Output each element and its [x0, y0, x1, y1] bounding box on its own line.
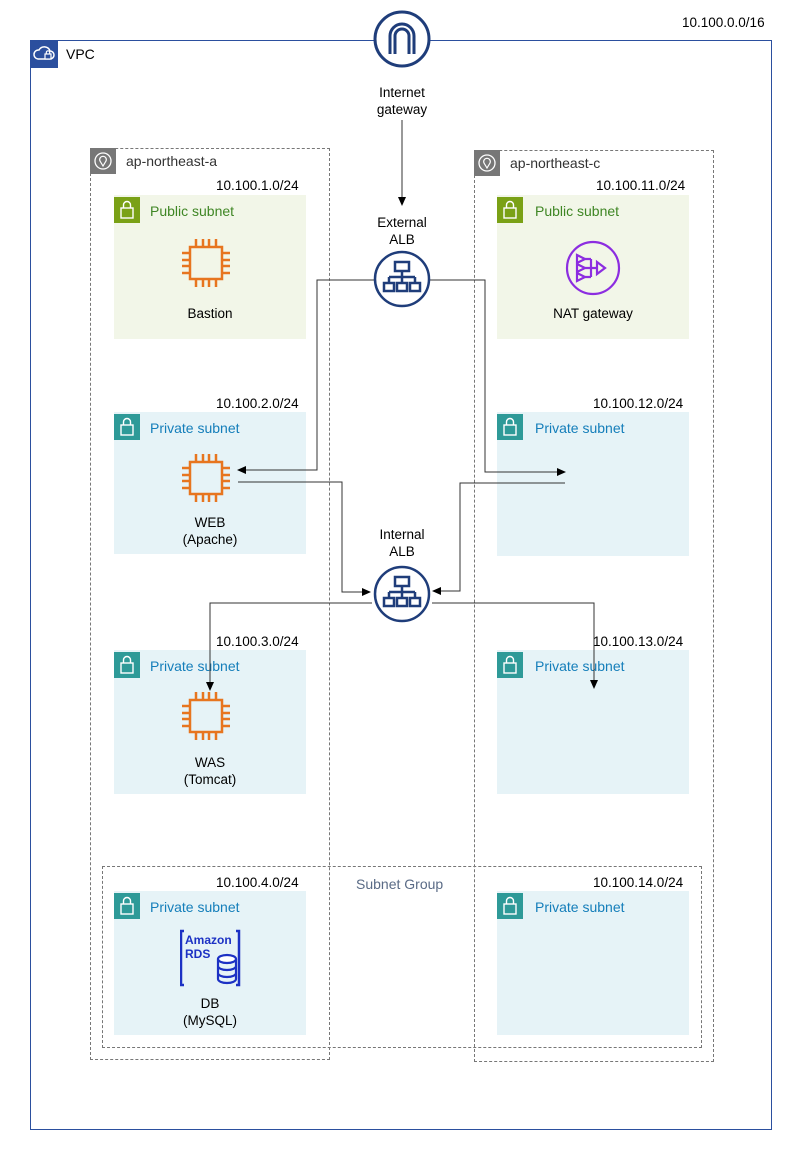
- vpc-cloud-icon: [30, 40, 58, 68]
- arrow-web-to-internal-alb: [238, 481, 371, 596]
- private-subnet-label: Private subnet: [535, 420, 625, 436]
- db-server-label: DB (MySQL): [160, 995, 260, 1029]
- web-server-label: WEB (Apache): [160, 514, 260, 548]
- lock-icon: [114, 652, 140, 678]
- arrow-zone-c-to-internal-alb: [432, 482, 565, 595]
- public-subnet-a: [114, 195, 306, 339]
- ec2-instance-icon: [180, 237, 232, 294]
- ec2-instance-icon: [180, 452, 232, 509]
- internal-alb-label-line2: ALB: [389, 544, 415, 559]
- bastion-label: Bastion: [187, 306, 233, 321]
- availability-zone-c: [474, 150, 714, 1062]
- subnet-cidr: 10.100.4.0/24: [216, 875, 299, 890]
- lock-icon: [497, 652, 523, 678]
- location-pin-icon: [90, 148, 116, 174]
- subnet-cidr: 10.100.3.0/24: [216, 634, 299, 649]
- lock-icon: [114, 414, 140, 440]
- web-server-software: (Apache): [182, 532, 238, 547]
- lock-icon: [114, 893, 140, 919]
- was-server-name: WAS: [194, 755, 226, 770]
- load-balancer-icon: [373, 565, 431, 628]
- subnet-cidr: 10.100.13.0/24: [593, 634, 684, 649]
- web-server-name: WEB: [194, 515, 226, 530]
- external-alb-label-line2: ALB: [389, 232, 415, 247]
- lock-icon: [114, 197, 140, 223]
- rds-logo-line2: RDS: [185, 947, 211, 961]
- subnet-group: [102, 866, 702, 1048]
- private-subnet-label: Private subnet: [150, 420, 240, 436]
- internal-alb-label: Internal ALB: [352, 526, 452, 560]
- availability-zone-a-label: ap-northeast-a: [126, 153, 218, 169]
- subnet-cidr: 10.100.11.0/24: [596, 178, 686, 193]
- public-subnet-label: Public subnet: [150, 203, 235, 219]
- subnet-cidr: 10.100.14.0/24: [593, 875, 684, 890]
- vpc-cidr: 10.100.0.0/16: [682, 15, 765, 30]
- private-subnet-label: Private subnet: [535, 899, 625, 915]
- internet-gateway-icon: [373, 10, 431, 73]
- was-server-label: WAS (Tomcat): [160, 754, 260, 788]
- db-server-name: DB: [200, 996, 220, 1011]
- private-subnet-c-13: [497, 650, 689, 794]
- location-pin-icon: [474, 150, 500, 176]
- subnet-group-label: Subnet Group: [356, 876, 444, 892]
- arrow-external-alb-to-zone-c: [430, 279, 566, 476]
- rds-logo-line1: Amazon: [185, 933, 232, 947]
- internet-gateway-label-line1: Internet: [379, 85, 425, 100]
- subnet-cidr: 10.100.1.0/24: [216, 178, 299, 193]
- subnet-cidr: 10.100.12.0/24: [593, 396, 684, 411]
- lock-icon: [497, 893, 523, 919]
- private-subnet-c-12: [497, 412, 689, 556]
- nat-gateway-label: NAT gateway: [553, 306, 633, 321]
- external-alb-label-line1: External: [377, 215, 427, 230]
- arrow-internal-alb-to-zone-c-13: [432, 602, 598, 689]
- availability-zone-a: [90, 148, 330, 1060]
- ec2-instance-icon: [180, 690, 232, 747]
- load-balancer-icon: [373, 250, 431, 313]
- private-subnet-web: [114, 412, 306, 554]
- lock-icon: [497, 197, 523, 223]
- private-subnet-db: [114, 891, 306, 1035]
- private-subnet-label: Private subnet: [150, 658, 240, 674]
- availability-zone-c-label: ap-northeast-c: [510, 155, 601, 171]
- was-server-software: (Tomcat): [183, 772, 237, 787]
- arrow-internal-alb-to-was: [206, 602, 372, 691]
- private-subnet-label: Private subnet: [150, 899, 240, 915]
- lock-icon: [497, 414, 523, 440]
- arrow-external-alb-to-web: [237, 279, 375, 474]
- private-subnet-label: Private subnet: [535, 658, 625, 674]
- subnet-cidr: 10.100.2.0/24: [216, 396, 299, 411]
- db-server-software: (MySQL): [183, 1013, 237, 1028]
- internet-gateway-label: Internet gateway: [352, 84, 452, 118]
- private-subnet-c-14: [497, 891, 689, 1035]
- internet-gateway-label-line2: gateway: [376, 102, 428, 117]
- vpc-label: VPC: [66, 46, 95, 62]
- public-subnet-label: Public subnet: [535, 203, 620, 219]
- external-alb-label: External ALB: [352, 214, 452, 248]
- amazon-rds-icon: Amazon RDS: [180, 929, 242, 987]
- nat-gateway-icon: [565, 240, 621, 301]
- internal-alb-label-line1: Internal: [379, 527, 425, 542]
